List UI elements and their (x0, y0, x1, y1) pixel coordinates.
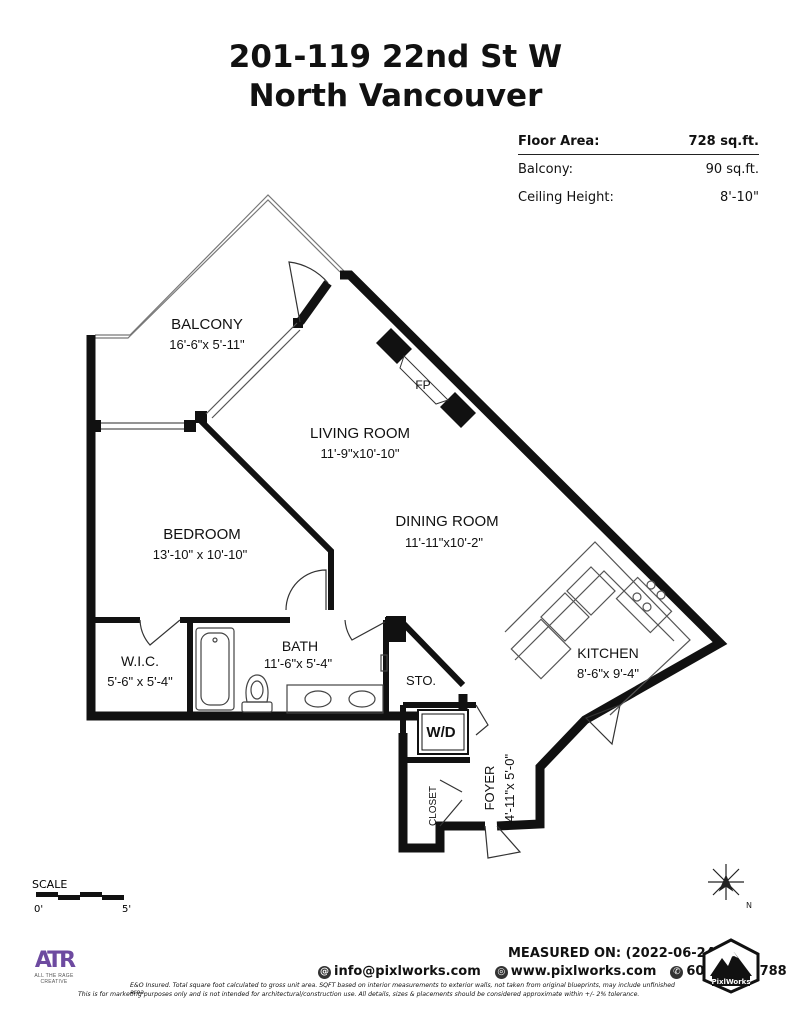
email-item: @info@pixlworks.com (318, 964, 481, 979)
wall-pillar (293, 318, 303, 328)
interior-walls (91, 417, 476, 848)
fireplace (376, 328, 476, 428)
vanity (286, 654, 388, 714)
wall-pillar (386, 616, 406, 642)
foyer-label: FOYER (482, 766, 497, 811)
wic-dims: 5'-6" x 5'-4" (107, 674, 173, 689)
ceiling-height-label: Ceiling Height: (518, 190, 614, 205)
scale-label: SCALE (32, 878, 67, 891)
city-title: North Vancouver (248, 78, 543, 114)
closet-label: CLOSET (428, 786, 439, 826)
atr-text: ALL THE RAGE CREATIVE (34, 973, 74, 985)
floor-area-row: Floor Area: 728 sq.ft. (518, 134, 759, 155)
wall-pillar (184, 420, 196, 432)
atr-mark: ATR (34, 948, 76, 973)
atr-logo: ATR ALL THE RAGE CREATIVE (24, 948, 84, 998)
toilet (241, 674, 273, 713)
kitchen-counters (504, 541, 691, 716)
pixlworks-logo-text: PixlWorks (712, 978, 751, 986)
sliding-door (101, 322, 301, 430)
address-title: 201-119 22nd St W (228, 39, 563, 75)
compass-north: N (746, 901, 752, 910)
balcony-area-value: 90 sq.ft. (705, 162, 759, 177)
bathtub (195, 627, 235, 711)
kitchen-label: KITCHEN (577, 645, 638, 661)
washer-dryer (417, 709, 469, 755)
fireplace-label: FP (415, 378, 430, 392)
door-swings (139, 261, 621, 859)
measured-date: MEASURED ON: (2022-06-24) (508, 946, 721, 961)
email-icon: @ (318, 966, 331, 979)
disclaimer-line-1: E&O Insured. Total square foot calculate… (130, 982, 675, 996)
washer-dryer-label: W/D (426, 724, 455, 741)
scale-end: 5' (122, 904, 131, 915)
website-item: ◎www.pixlworks.com (494, 964, 657, 979)
dining-room-label: DINING ROOM (395, 513, 498, 530)
email-text: info@pixlworks.com (334, 964, 481, 979)
compass-icon: N (708, 864, 752, 910)
globe-icon: ◎ (494, 966, 508, 979)
ceiling-height-row: Ceiling Height: 8'-10" (518, 190, 759, 210)
storage-label: STO. (406, 673, 436, 688)
dining-room-dims: 11'-11"x10'-2" (405, 535, 483, 550)
scale-start: 0' (34, 904, 43, 915)
living-room-dims: 11'-9"x10'-10" (321, 446, 400, 461)
living-room-label: LIVING ROOM (310, 425, 410, 442)
balcony-area-label: Balcony: (518, 162, 573, 177)
disclaimer-line-2: This is for marketing purposes only and … (78, 991, 640, 998)
scale-bar: SCALE 0' 5' (32, 878, 131, 915)
floor-area-value: 728 sq.ft. (688, 134, 759, 149)
website-text: www.pixlworks.com (510, 964, 657, 979)
pixlworks-logo: PixlWorks (702, 938, 760, 994)
balcony-outline (91, 194, 346, 339)
bath-label: BATH (282, 638, 318, 654)
foyer-dims: 4'-11"x 5'-0" (502, 754, 517, 823)
bedroom-label: BEDROOM (163, 526, 241, 543)
phone-icon: ✆ (670, 966, 684, 979)
wall-pillar (195, 411, 207, 423)
wic-label: W.I.C. (121, 653, 159, 669)
bath-dims: 11'-6"x 5'-4" (264, 656, 333, 671)
balcony-label: BALCONY (171, 316, 243, 333)
kitchen-dims: 8'-6"x 9'-4" (577, 666, 639, 681)
floor-area-label: Floor Area: (518, 134, 600, 149)
balcony-dims: 16'-6"x 5'-11" (169, 337, 245, 352)
balcony-area-row: Balcony: 90 sq.ft. (518, 162, 759, 182)
ceiling-height-value: 8'-10" (719, 190, 759, 205)
wall-pillar (91, 420, 101, 432)
bedroom-dims: 13'-10" x 10'-10" (153, 547, 248, 562)
